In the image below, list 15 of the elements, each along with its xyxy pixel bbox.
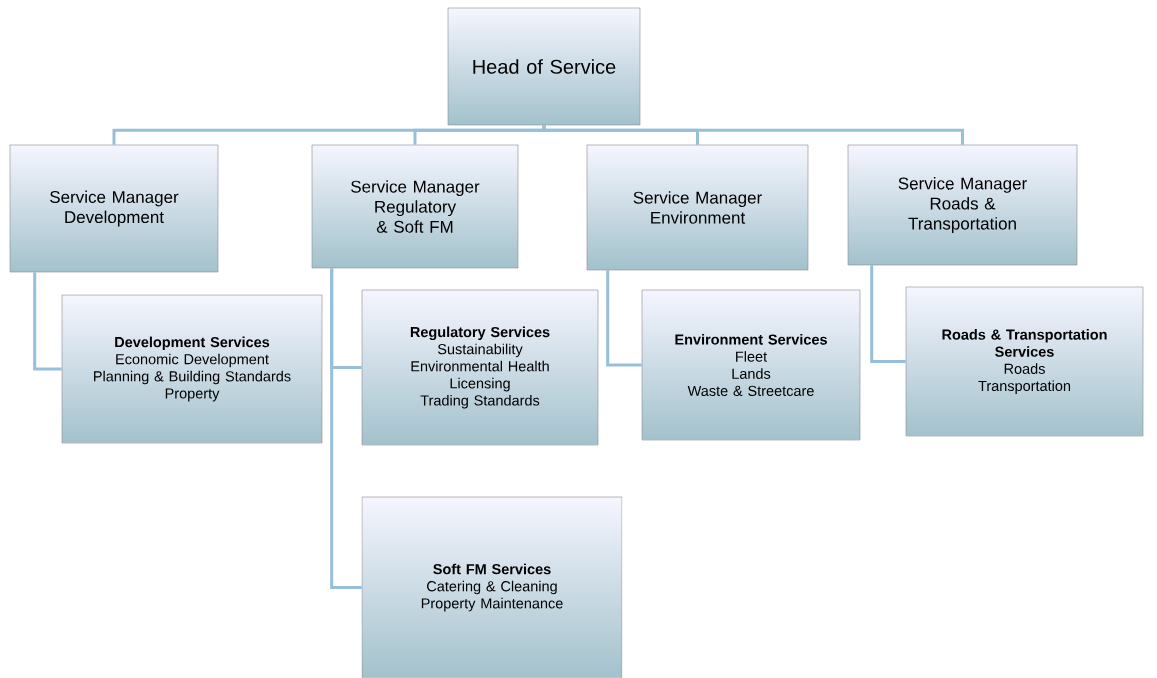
connector-line (330, 268, 362, 589)
manager-box: Service Manager Environment (586, 144, 809, 271)
manager-box: Service Manager Regulatory & Soft FM (311, 144, 519, 269)
service-box: Environment Services Fleet Lands Waste & Streetcare (641, 289, 861, 441)
service-box: Roads & Transportation Services Roads Transportation (905, 286, 1144, 437)
manager-box: Service Manager Development (9, 144, 219, 273)
connector-line (870, 265, 906, 363)
connector-line (542, 125, 964, 145)
service-box: Regulatory Services Sustainability Environmental Health Licensing Trading Standards (361, 289, 599, 446)
head-box: Head of Service (447, 7, 641, 126)
service-box: Development Services Economic Development Planning & Building Standards Property (61, 294, 323, 444)
connector-line (606, 270, 642, 367)
connector-line (33, 272, 62, 371)
manager-box: Service Manager Roads & Transportation (847, 144, 1078, 266)
service-box: Soft FM Services Catering & Cleaning Property Maintenance (361, 496, 623, 678)
